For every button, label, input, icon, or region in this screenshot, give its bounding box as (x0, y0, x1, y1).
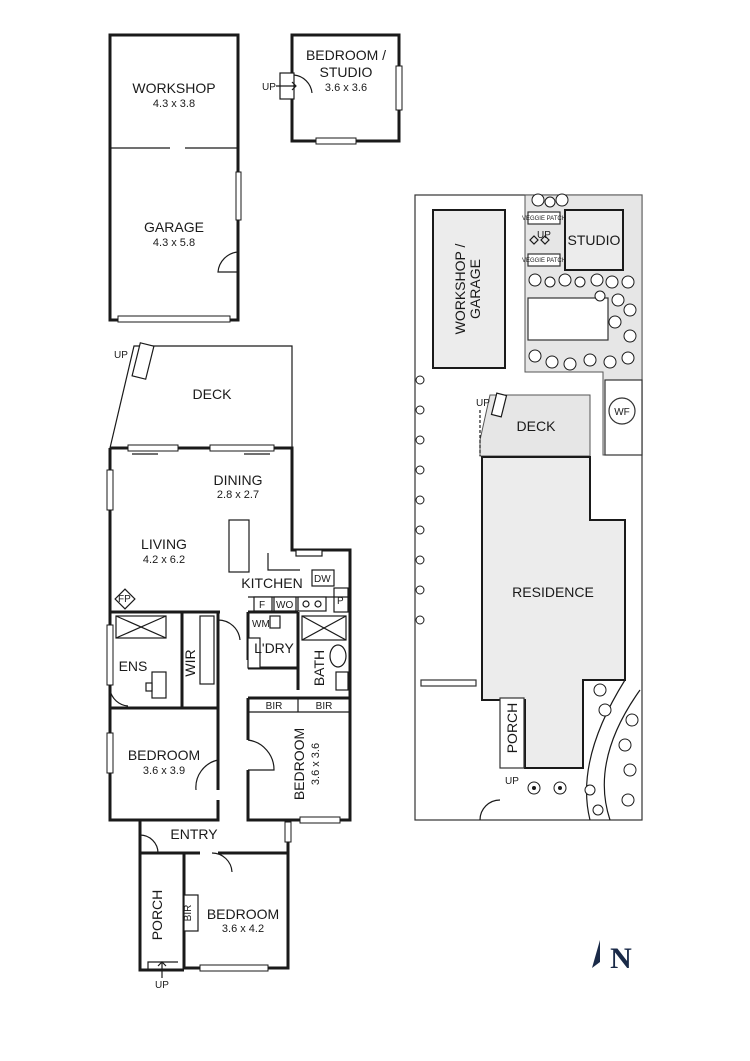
kitchen-island (228, 519, 250, 573)
bath-label: BATH (311, 650, 327, 686)
bedroom-3-label: BEDROOM (207, 906, 279, 922)
workshop-garage-building: WORKSHOP 4.3 x 3.8 GARAGE 4.3 x 5.8 (108, 33, 242, 323)
wall-oven-label: WO (276, 600, 293, 611)
living-label: LIVING (141, 536, 187, 552)
porch-label: PORCH (149, 890, 165, 941)
bedroom-2-label: BEDROOM (291, 728, 307, 800)
site-studio (564, 209, 624, 271)
wir-label: WIR (182, 649, 198, 676)
studio-label-line1: BEDROOM / (306, 47, 386, 63)
north-arrow-icon: N (592, 940, 632, 975)
site-plan: WORKSHOP / GARAGE STUDIO VEGGIE PATCH VE… (414, 194, 643, 821)
fireplace-label: FP (118, 594, 131, 605)
site-deck-up: UP (476, 398, 490, 409)
site-workshop-garage-line1: WORKSHOP / (452, 244, 468, 335)
site-workshop-garage-line2: GARAGE (467, 259, 483, 319)
dining-dims: 2.8 x 2.7 (217, 489, 259, 501)
entry-label: ENTRY (170, 826, 218, 842)
bedroom-1-dims: 3.6 x 3.9 (143, 765, 185, 777)
fridge-label: F (259, 600, 265, 611)
bedroom-2-dims: 3.6 x 3.6 (310, 743, 322, 785)
workshop-label: WORKSHOP (132, 80, 215, 96)
deck-up-label: UP (114, 350, 128, 361)
north-label: N (610, 942, 632, 975)
workshop-dims: 4.3 x 3.8 (153, 98, 195, 110)
site-residence-label: RESIDENCE (512, 584, 594, 600)
studio-dims: 3.6 x 3.6 (325, 82, 367, 94)
pantry-label: P (337, 596, 344, 607)
site-wf-label: WF (614, 407, 630, 418)
site-veggie-patch-top: VEGGIE PATCH (522, 216, 566, 222)
ensuite-label: ENS (119, 658, 148, 674)
studio-label-line2: STUDIO (320, 64, 373, 80)
site-porch-label: PORCH (504, 703, 520, 754)
site-deck-label: DECK (517, 418, 557, 434)
site-trees (415, 193, 639, 816)
dining-label: DINING (214, 472, 263, 488)
dishwasher-label: DW (314, 574, 331, 585)
living-dims: 4.2 x 6.2 (143, 554, 185, 566)
site-veggie-patch-bottom: VEGGIE PATCH (522, 258, 566, 264)
washing-machine-label: WM (252, 619, 270, 630)
site-studio-up: UP (537, 230, 551, 241)
main-house: UP DECK (106, 342, 352, 991)
porch-up-label: UP (155, 980, 169, 991)
kitchen-label: KITCHEN (241, 575, 302, 591)
site-porch-up: UP (505, 776, 519, 787)
bir-label-b: BIR (316, 701, 333, 712)
bir-label-c: BIR (183, 905, 194, 922)
bedroom-3-dims: 3.6 x 4.2 (222, 923, 264, 935)
site-studio-label: STUDIO (568, 232, 621, 248)
garage-label: GARAGE (144, 219, 204, 235)
studio-up-label: UP (262, 82, 276, 93)
laundry-label: L'DRY (254, 640, 294, 656)
garage-dims: 4.3 x 5.8 (153, 237, 195, 249)
bir-label-a: BIR (266, 701, 283, 712)
deck-label: DECK (193, 386, 233, 402)
deck-outline (109, 345, 293, 449)
site-workshop-garage (432, 209, 506, 369)
bedroom-1-label: BEDROOM (128, 747, 200, 763)
studio-building: UP BEDROOM / STUDIO 3.6 x 3.6 (262, 33, 403, 145)
